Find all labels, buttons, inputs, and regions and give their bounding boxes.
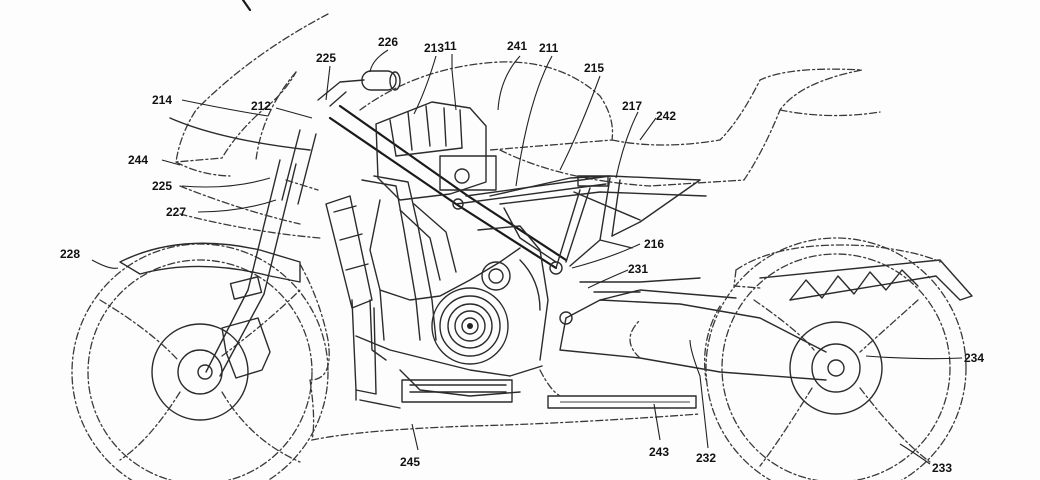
label-214: 214 bbox=[152, 93, 172, 107]
engine-block bbox=[355, 101, 549, 403]
label-211: 211 bbox=[539, 41, 559, 55]
label-231: 231 bbox=[628, 262, 648, 276]
label-216: 216 bbox=[644, 237, 664, 251]
label-242: 242 bbox=[656, 109, 676, 123]
front-fender bbox=[119, 242, 301, 283]
rear-wheel bbox=[703, 237, 967, 480]
trellis-frame bbox=[328, 104, 707, 325]
label-225-top: 225 bbox=[316, 51, 336, 65]
label-226: 226 bbox=[378, 35, 398, 49]
label-228: 228 bbox=[60, 247, 80, 261]
front-fairing bbox=[169, 13, 329, 239]
label-241: 241 bbox=[507, 39, 527, 53]
label-232: 232 bbox=[696, 451, 716, 465]
label-225-mid: 225 bbox=[152, 179, 172, 193]
label-217: 217 bbox=[622, 99, 642, 113]
label-11: 11 bbox=[444, 39, 457, 53]
label-234: 234 bbox=[964, 351, 984, 365]
leader-lines bbox=[91, 49, 963, 465]
label-227: 227 bbox=[166, 205, 186, 219]
label-213: 213 bbox=[424, 41, 444, 55]
label-244: 244 bbox=[128, 153, 148, 167]
label-215: 215 bbox=[584, 61, 604, 75]
fuel-tank-and-seat bbox=[359, 61, 881, 187]
rear-subframe bbox=[733, 244, 973, 301]
belly-pan bbox=[309, 379, 701, 441]
reference-numerals: 11 241 211 213 226 225 215 217 242 214 2… bbox=[60, 35, 984, 475]
crankcase-cover bbox=[431, 261, 511, 365]
handlebar-grip bbox=[317, 70, 401, 107]
corner-arrow bbox=[241, 0, 252, 12]
label-233: 233 bbox=[932, 461, 952, 475]
under-engine-cover bbox=[539, 369, 697, 409]
swingarm bbox=[559, 277, 827, 381]
label-212: 212 bbox=[251, 99, 271, 113]
label-245: 245 bbox=[400, 455, 420, 469]
radiator-and-headers bbox=[325, 175, 437, 409]
front-wheel bbox=[71, 243, 329, 480]
label-243: 243 bbox=[649, 445, 669, 459]
side-fairing-edge bbox=[299, 263, 330, 381]
front-fork bbox=[205, 129, 319, 379]
